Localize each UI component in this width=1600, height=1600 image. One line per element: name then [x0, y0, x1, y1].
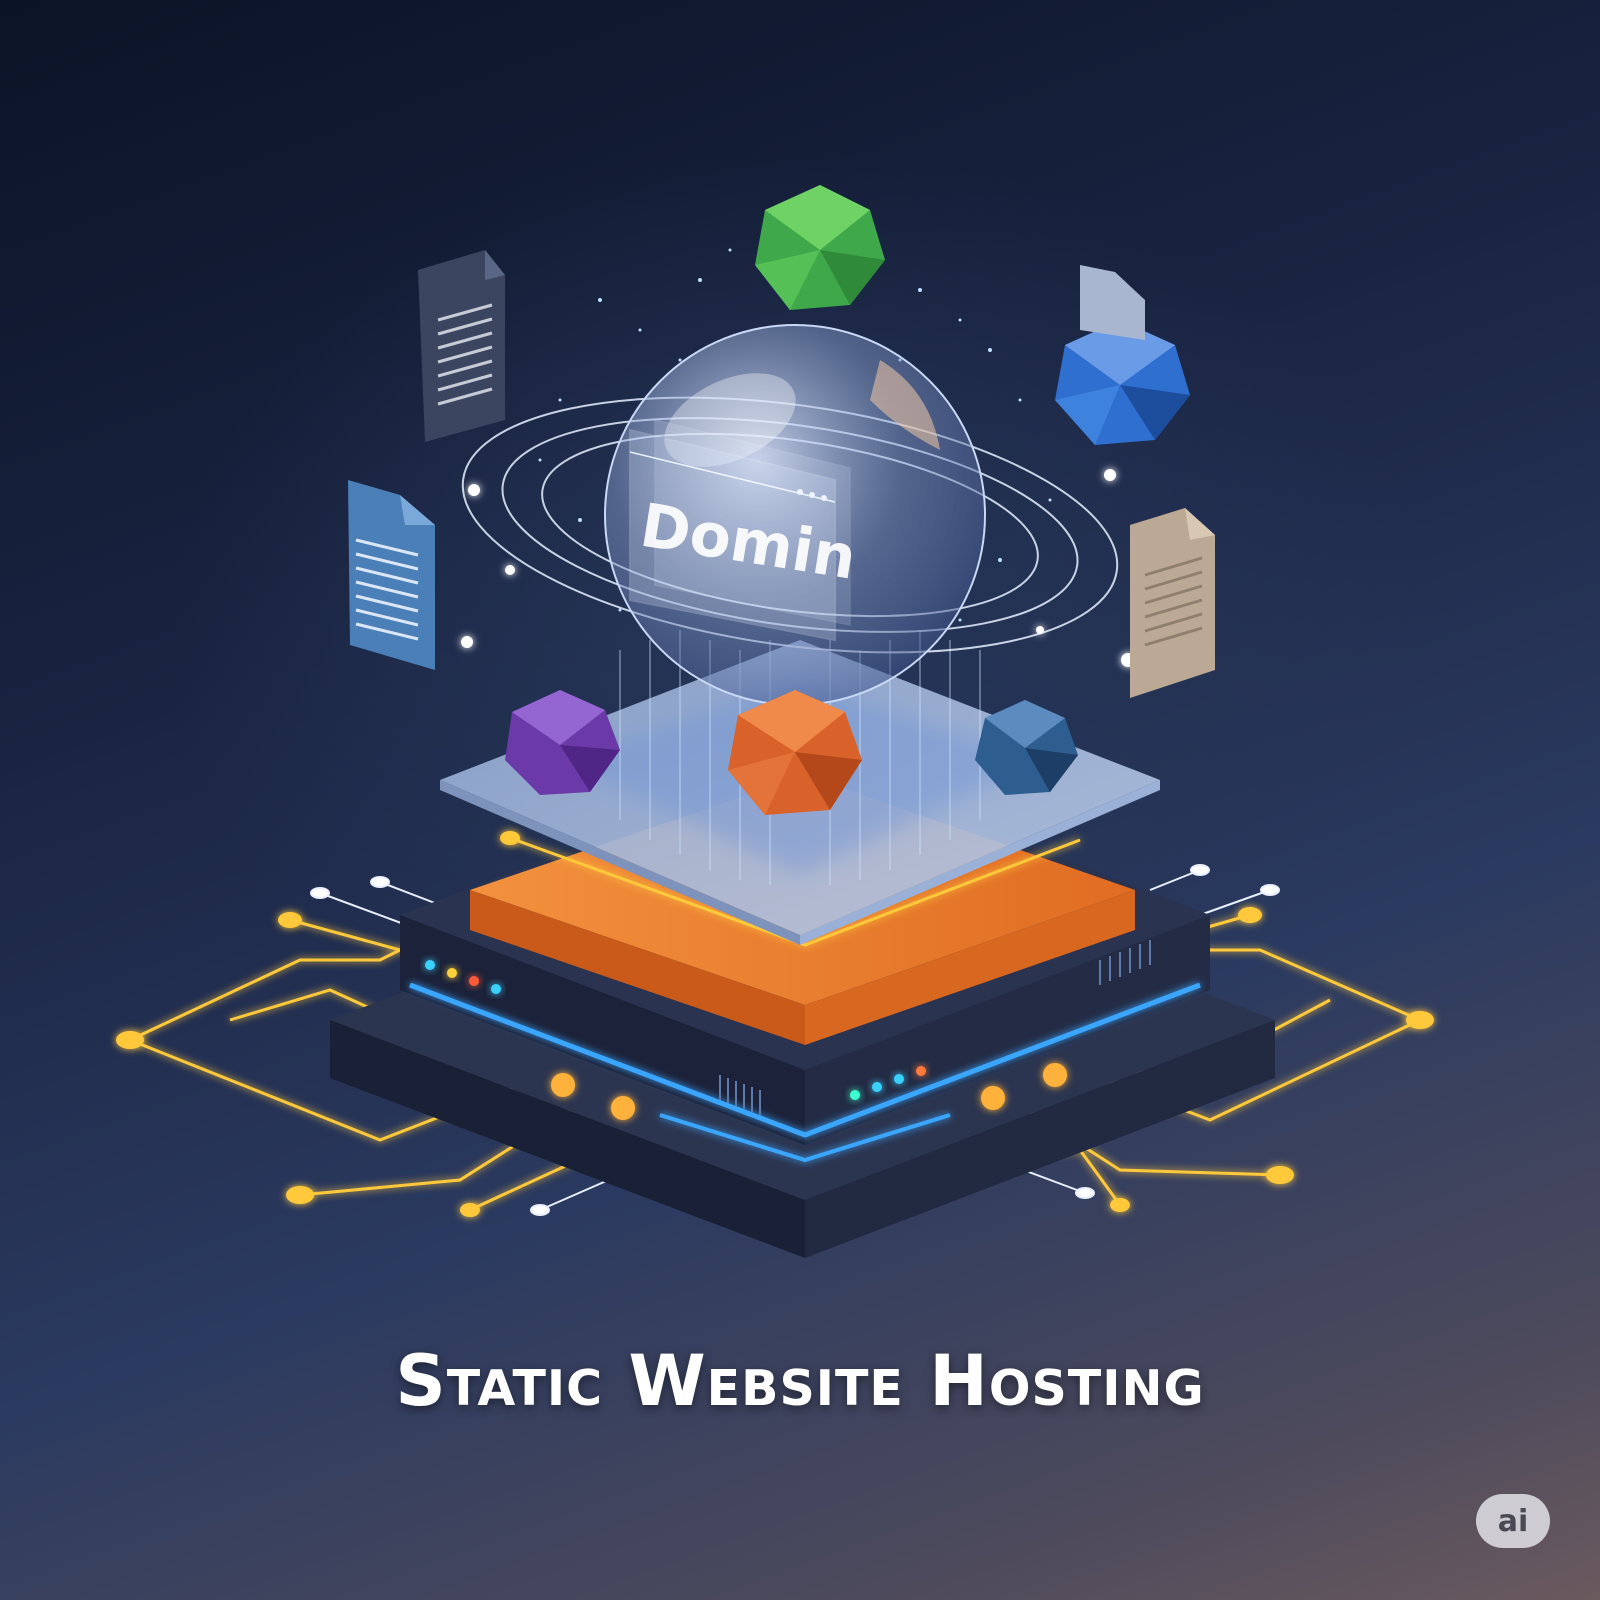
page-title: Static Website Hosting: [395, 1340, 1205, 1422]
browser-window: Domin: [629, 419, 861, 642]
circuit-white-leads: [310, 864, 1280, 1216]
circuit-nodes: [116, 831, 1434, 1217]
document-icon: [348, 250, 1215, 698]
gem-icon: [505, 185, 1190, 815]
globe-icon: [604, 324, 986, 706]
ai-badge: ai: [1476, 1494, 1550, 1548]
